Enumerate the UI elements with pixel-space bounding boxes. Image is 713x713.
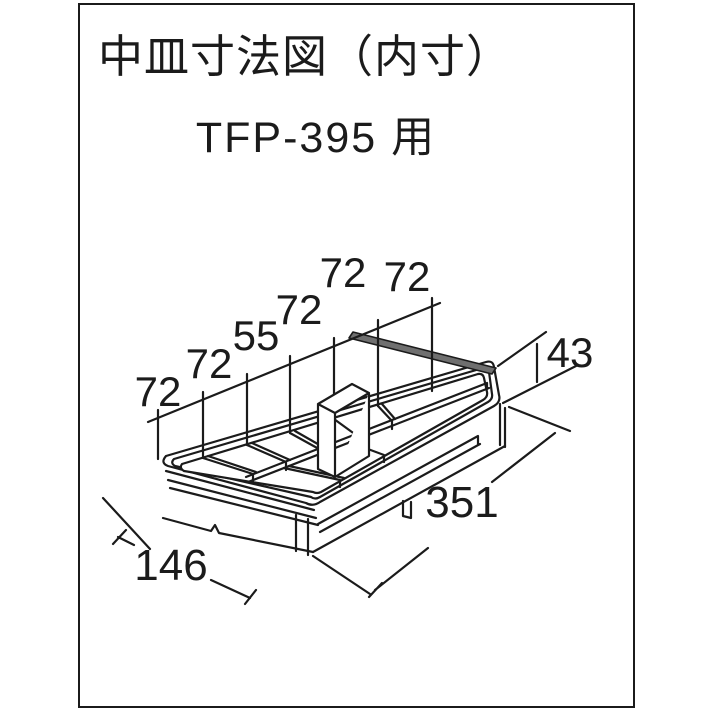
front-wall-bottom: [311, 444, 507, 554]
hatched-rim-strip: [348, 331, 497, 375]
dim-label-72-3: 72: [275, 286, 323, 333]
dim-label-height: 43: [546, 329, 594, 376]
corner-verticals: [294, 513, 310, 557]
dim-label-72-5: 72: [383, 253, 431, 300]
page-title: 中皿寸法図（内寸）: [97, 31, 513, 82]
left-wall-rail: [166, 478, 320, 527]
dim-label-72-4: 72: [319, 249, 367, 296]
dim-label-length: 351: [425, 478, 499, 527]
height-dim-lines: [496, 330, 578, 405]
dim-label-72-2: 72: [185, 340, 233, 387]
length-dim-lines: [311, 405, 572, 599]
left-wall-bottom-notch: [161, 516, 315, 554]
front-wall-tab: [401, 499, 413, 520]
width-dim-lines: [101, 496, 258, 606]
diagram-border-frame: [78, 3, 635, 708]
left-wall-edge: [164, 469, 316, 512]
cross-divider: [376, 402, 397, 431]
right-end-verticals: [498, 402, 507, 449]
model-subtitle: TFP-395 用: [195, 114, 437, 162]
dim-label-width: 146: [134, 541, 208, 590]
cross-divider: [201, 454, 258, 483]
divider-block: [316, 382, 371, 479]
dim-label-55: 55: [232, 312, 280, 359]
top-dimension-line: [146, 301, 442, 424]
front-wall-rail: [316, 434, 482, 534]
dim-label-72-1: 72: [134, 368, 182, 415]
